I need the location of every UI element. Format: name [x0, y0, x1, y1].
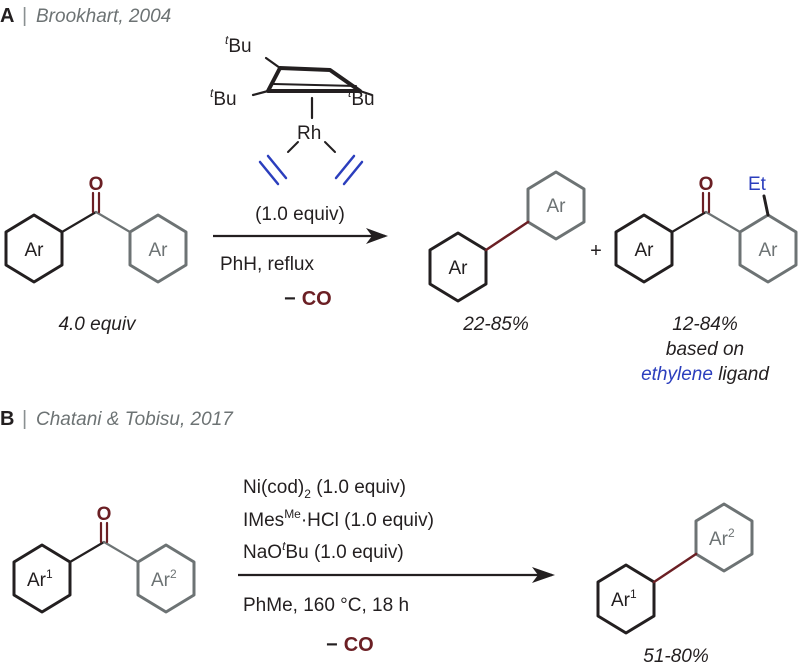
product-a1-ring-left — [428, 231, 488, 303]
product-a2-note-line1: based on — [666, 339, 744, 360]
tbu-right-label: tBu — [348, 86, 375, 110]
product-b-ar-right: Ar2 — [709, 526, 735, 550]
co-loss-a: −CO — [284, 288, 332, 310]
product-b-labels: Ar1 Ar2 51-80% — [611, 526, 735, 666]
reactant-b-bond-right — [102, 540, 140, 564]
reactant-a-ar-left: Ar — [25, 240, 45, 261]
arrow-a-conditions: (1.0 equiv) PhH, reflux −CO — [220, 204, 345, 310]
panel-a-citation: Brookhart, 2004 — [36, 6, 171, 27]
panel-a-header: A | Brookhart, 2004 — [0, 5, 171, 27]
reactant-a-ar-right: Ar — [149, 240, 169, 261]
reactant-b-ar-right: Ar2 — [151, 567, 177, 591]
reactant-b-labels: O Ar1 Ar2 — [27, 504, 177, 591]
condition-b-base: NaOtBu (1.0 equiv) — [243, 539, 404, 563]
reactant-a-labels: O Ar Ar 4.0 equiv — [25, 174, 169, 335]
condition-b-ligand: IMesMe·HCl (1.0 equiv) — [243, 507, 434, 531]
ethylene-left-line2 — [266, 154, 288, 180]
ethylene-left-line1 — [258, 160, 280, 186]
condition-b-catalyst: Ni(cod)2 (1.0 equiv) — [243, 477, 406, 501]
panel-a-divider: | — [22, 5, 27, 27]
reactant-b-ring-left — [12, 543, 72, 614]
reactant-a-equiv: 4.0 equiv — [58, 314, 137, 335]
product-a2-bond-right — [704, 210, 742, 234]
product-a2-note-line2: ethylene ligand — [641, 364, 770, 385]
ethylene-right-line1 — [334, 154, 356, 180]
tbu-left-label: tBu — [210, 86, 237, 110]
reactant-a-ring-left — [4, 213, 64, 284]
panel-b-divider: | — [22, 408, 27, 430]
cp-ring — [266, 66, 362, 93]
panel-b-header: B | Chatani & Tobisu, 2017 — [0, 408, 234, 430]
cp-ring-inner — [273, 83, 357, 87]
reactant-a-bond-left — [60, 210, 98, 234]
arrow-a-head — [366, 228, 388, 244]
reaction-arrow-b — [238, 567, 555, 583]
arrow-b-conditions: Ni(cod)2 (1.0 equiv) IMesMe·HCl (1.0 equ… — [243, 477, 434, 656]
panel-a-letter: A — [0, 5, 14, 27]
catalyst-structure — [251, 56, 374, 186]
product-a1 — [428, 170, 586, 303]
product-a2-ethyl-bond — [762, 194, 770, 217]
co-loss-b: −CO — [326, 634, 374, 656]
panel-b-letter: B — [0, 408, 14, 430]
product-a1-yield: 22-85% — [462, 314, 529, 335]
rh-ethylene-left-bond — [287, 141, 299, 153]
product-a2 — [614, 191, 798, 284]
condition-b-solvent: PhMe, 160 °C, 18 h — [243, 595, 409, 616]
product-b-ar-left: Ar1 — [611, 587, 637, 611]
product-a1-biaryl-bond — [484, 220, 530, 252]
rh-ethylene-right-bond — [324, 141, 336, 153]
tbu-left-bond — [251, 89, 270, 97]
reactant-b-ring-right — [136, 543, 196, 614]
reaction-arrow-a — [213, 228, 388, 244]
product-a2-bond-left — [670, 210, 708, 234]
condition-a-solvent: PhH, reflux — [220, 254, 314, 275]
product-a2-ar-left: Ar — [635, 240, 655, 261]
reactant-b-bond-left — [68, 540, 106, 564]
ethylene-right-line2 — [342, 160, 364, 186]
reactant-b-ar-left: Ar1 — [27, 567, 53, 591]
reactant-a-oxygen: O — [89, 174, 104, 195]
product-a2-ethyl: Et — [748, 174, 767, 195]
panel-b-citation: Chatani & Tobisu, 2017 — [36, 409, 234, 430]
product-b — [596, 502, 754, 635]
product-a1-ar-left: Ar — [449, 258, 469, 279]
product-a1-labels: Ar Ar 22-85% + — [449, 196, 602, 335]
tbu-top-bond — [264, 56, 282, 70]
reactant-b-oxygen: O — [97, 504, 112, 525]
product-a2-labels: O Et Ar Ar 12-84% based on ethylene liga… — [635, 174, 779, 385]
reactant-a-ring-right — [128, 213, 188, 284]
product-b-ring-left — [596, 563, 656, 635]
condition-a-equiv: (1.0 equiv) — [255, 204, 345, 225]
arrow-b-head — [532, 567, 555, 583]
product-a2-ring-left — [614, 213, 674, 284]
reactant-b — [12, 521, 196, 614]
product-a2-ar-right: Ar — [759, 240, 779, 261]
tbu-right-bond — [358, 89, 374, 97]
product-b-yield: 51-80% — [643, 646, 709, 666]
plus-sign: + — [590, 240, 602, 262]
product-a2-yield: 12-84% — [672, 314, 738, 335]
rhodium-label: Rh — [297, 123, 321, 144]
product-b-biaryl-bond — [652, 552, 698, 584]
product-a1-ar-right: Ar — [547, 196, 567, 217]
product-a2-oxygen: O — [699, 174, 714, 195]
catalyst-labels: tBu tBu tBu Rh — [210, 33, 375, 144]
tbu-top-label: tBu — [225, 33, 252, 57]
reactant-a-bond-right — [94, 210, 132, 234]
reactant-a — [4, 191, 188, 284]
